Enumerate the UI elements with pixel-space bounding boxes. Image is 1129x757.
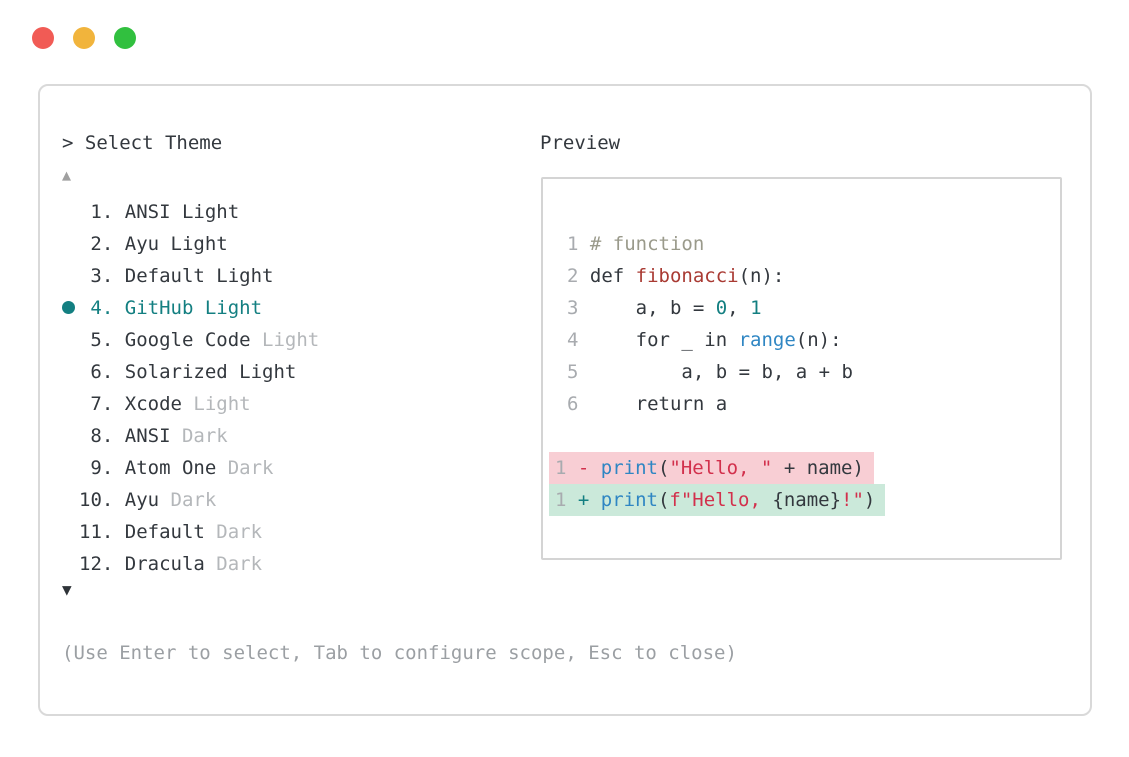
code-token: fibonacci [635, 265, 739, 287]
diff-line-removed: 1- print("Hello, " + name) [549, 452, 1060, 484]
diff-plus-sign: + [577, 489, 601, 511]
code-token: (n): [738, 265, 785, 287]
code-token: 1 [750, 297, 762, 319]
code-token: print [600, 457, 658, 479]
theme-picker-window: > Select Theme Preview ▲ 1.ANSI Light 2.… [38, 84, 1092, 716]
window-controls [32, 27, 136, 49]
line-number: 2 [567, 265, 579, 287]
code-token: "Hello, " [669, 457, 773, 479]
code-token: ( [657, 489, 670, 511]
close-button[interactable] [32, 27, 54, 49]
code-token: for _ in [589, 329, 739, 351]
code-line: 3 a, b = 0, 1 [567, 292, 1060, 324]
theme-item-default-light[interactable]: 3.Default Light [90, 265, 274, 287]
line-number: 1 [567, 233, 579, 255]
blank-line [567, 420, 1060, 452]
diff-line-added: 1 + print(f"Hello, {name}!") [549, 484, 1060, 516]
code-line: 6 return a [567, 388, 1060, 420]
code-token: ) [863, 489, 876, 511]
code-token: def [589, 265, 636, 287]
code-token: , [727, 297, 751, 319]
line-number: 6 [567, 393, 579, 415]
code-token: a, b = [589, 297, 716, 319]
theme-item-github-light[interactable]: 4.GitHub Light [62, 292, 492, 324]
command-prompt-title: > Select Theme [62, 132, 223, 154]
code-token: range [738, 329, 796, 351]
line-number: 3 [567, 297, 579, 319]
line-number: 5 [567, 361, 579, 383]
zoom-button[interactable] [114, 27, 136, 49]
code-token: + name) [772, 457, 864, 479]
code-token: return a [589, 393, 728, 415]
line-number: 1 [555, 457, 567, 479]
selected-dot-icon [62, 301, 75, 314]
code-line: 4 for _ in range(n): [567, 324, 1060, 356]
code-token: {name} [772, 489, 842, 511]
code-token: ( [657, 457, 670, 479]
code-line: 2 def fibonacci(n): [567, 260, 1060, 292]
help-text: (Use Enter to select, Tab to configure s… [62, 642, 737, 664]
scroll-down-icon[interactable]: ▼ [62, 580, 72, 599]
diff-minus-sign: - [577, 457, 601, 479]
code-line: 1 # function [567, 228, 1060, 260]
line-number: 4 [567, 329, 579, 351]
code-token: print [600, 489, 658, 511]
theme-item-solarized-light[interactable]: 6.Solarized Light [90, 361, 297, 383]
code-token: a, b = b, a + b [589, 361, 853, 383]
code-token: 0 [715, 297, 728, 319]
minimize-button[interactable] [73, 27, 95, 49]
code-token: !" [841, 489, 864, 511]
line-number: 1 [555, 489, 567, 511]
code-token: # function [589, 233, 705, 255]
code-token: (n): [795, 329, 842, 351]
code-token: f"Hello, [669, 489, 773, 511]
theme-item-ayu-light[interactable]: 2.Ayu Light [90, 233, 228, 255]
code-line: 5 a, b = b, a + b [567, 356, 1060, 388]
scroll-up-icon[interactable]: ▲ [62, 166, 72, 184]
preview-label: Preview [540, 132, 621, 154]
theme-item-ansi-light[interactable]: 1.ANSI Light [90, 201, 240, 223]
theme-list: 1.ANSI Light 2.Ayu Light 3.Default Light… [62, 196, 492, 580]
